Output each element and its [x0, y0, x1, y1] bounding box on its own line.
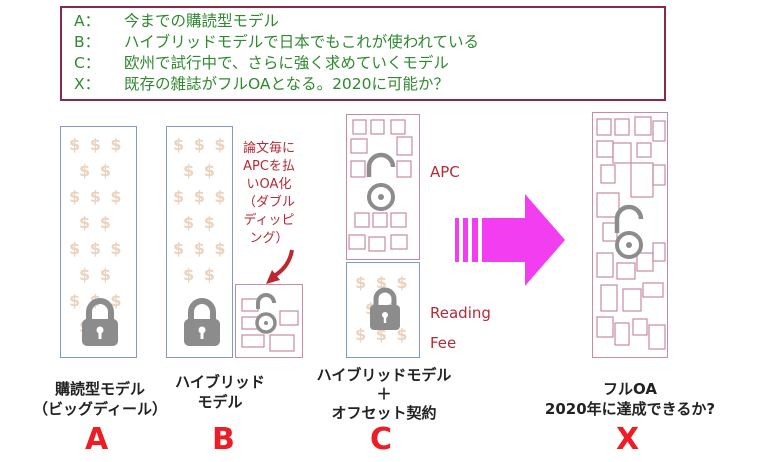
column-c-apc: [346, 114, 420, 260]
legend-line-x: X：既存の雑誌がフルOAとなる。2020に可能か？: [74, 75, 450, 93]
article-blocks-icon: [241, 293, 299, 352]
reading-fee-label: Reading Fee: [430, 304, 491, 352]
apc-label: APC: [430, 163, 460, 181]
legend-line-c: C：欧州で試行中で、さらに強く求めていくモデル: [74, 54, 449, 72]
dollar-row: $ $ $: [173, 187, 228, 206]
legend-box: A：今までの購読型モデル B：ハイブリッドモデルで日本でもこれが使われている C…: [60, 6, 666, 101]
column-a: $ $ $ $ $ $ $ $ $ $ $ $ $ $ $ $ $ $ $ $: [60, 126, 137, 358]
dollar-row: $ $ $: [355, 273, 410, 292]
column-b-note: 論文毎に APCを払 いOA化 （ダブル ディッピ ング）: [242, 141, 295, 246]
article-blocks-icon: [596, 116, 666, 350]
dollar-row: $ $ $: [173, 239, 228, 258]
letter-b: B: [212, 422, 235, 457]
dollar-row: $ $: [183, 213, 217, 232]
transition-arrow-icon: [455, 194, 565, 286]
column-b: $ $ $ $ $ $ $ $ $ $ $ $ $ $ $: [166, 126, 233, 358]
dollar-row: $ $: [79, 265, 113, 284]
caption-b: ハイブリッド モデル: [175, 373, 265, 411]
letter-c: C: [370, 422, 393, 457]
legend-line-a: A：今までの購読型モデル: [74, 12, 280, 30]
dollar-row: $ $ $: [69, 135, 124, 154]
column-c-reading-fee: $ $ $ $ $ $ $ $: [346, 262, 420, 358]
closed-lock-icon: [184, 298, 220, 346]
dollar-row: $ $ $: [69, 187, 124, 206]
hybrid-oa-box: [235, 284, 303, 358]
closed-lock-icon: [370, 287, 400, 330]
article-blocks-icon: [348, 119, 413, 252]
caption-a: 購読型モデル （ビッグディール）: [33, 380, 167, 418]
dollar-row: $ $: [183, 265, 217, 284]
letter-a: A: [85, 422, 109, 457]
caption-c: ハイブリッドモデル ＋ オフセット契約: [316, 366, 452, 422]
caption-x: フルOA 2020年に達成できるか?: [544, 380, 716, 418]
dollar-row: $ $ $: [173, 135, 228, 154]
dollar-row: $ $ $: [69, 239, 124, 258]
dollar-row: $ $: [79, 161, 113, 180]
dollar-row: $ $: [79, 213, 113, 232]
closed-lock-icon: [82, 298, 118, 346]
legend-line-b: B：ハイブリッドモデルで日本でもこれが使われている: [74, 33, 479, 51]
dollar-row: $ $: [183, 161, 217, 180]
column-x: [592, 112, 668, 358]
letter-x: X: [616, 422, 640, 457]
curved-arrow-icon: [266, 249, 294, 284]
